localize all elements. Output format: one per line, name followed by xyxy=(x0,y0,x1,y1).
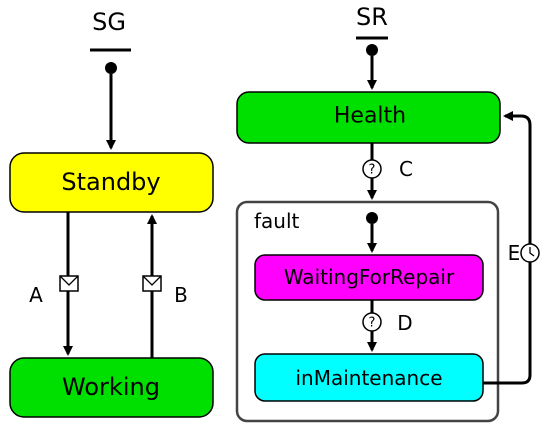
state-fault-label: fault xyxy=(254,209,300,233)
svg-text:?: ? xyxy=(369,163,376,178)
state-maintenance-label: inMaintenance xyxy=(295,366,442,390)
state-waiting-box xyxy=(254,254,484,301)
transition-d[interactable]: ? D xyxy=(362,300,413,352)
initial-pseudostate-sg xyxy=(105,62,117,74)
initial-pseudostate-sr xyxy=(366,44,378,56)
transition-d-label: D xyxy=(397,311,412,335)
envelope-icon xyxy=(59,275,79,292)
svg-text:?: ? xyxy=(369,316,376,331)
state-working-label: Working xyxy=(62,373,160,401)
state-waiting-for-repair[interactable]: WaitingForRepair xyxy=(254,254,484,301)
state-health-box xyxy=(236,91,501,144)
transition-e-label: E xyxy=(508,241,521,265)
state-in-maintenance[interactable]: inMaintenance xyxy=(254,353,484,402)
state-standby-label: Standby xyxy=(61,168,160,196)
region-label-sg: SG xyxy=(92,8,126,36)
region-label-sr: SR xyxy=(356,3,388,31)
state-standby[interactable]: Standby xyxy=(9,152,214,213)
transition-c[interactable]: ? C xyxy=(362,143,413,200)
transition-e[interactable]: E xyxy=(483,111,540,385)
transition-a[interactable]: A xyxy=(29,212,79,356)
question-icon: ? xyxy=(362,312,382,332)
state-working[interactable]: Working xyxy=(9,357,214,418)
transition-a-label: A xyxy=(29,283,43,307)
transition-c-label: C xyxy=(399,157,413,181)
state-health[interactable]: Health xyxy=(236,91,501,144)
initial-pseudostate-fault xyxy=(366,212,378,224)
state-working-box xyxy=(9,357,214,418)
state-waiting-label: WaitingForRepair xyxy=(284,265,455,289)
state-health-label: Health xyxy=(334,104,406,129)
state-standby-box xyxy=(9,152,214,213)
transition-b[interactable]: B xyxy=(142,214,188,358)
clock-icon xyxy=(520,243,540,263)
envelope-icon xyxy=(142,275,162,292)
state-maintenance-box xyxy=(254,353,484,402)
transition-b-label: B xyxy=(174,283,188,307)
question-icon: ? xyxy=(362,159,382,179)
